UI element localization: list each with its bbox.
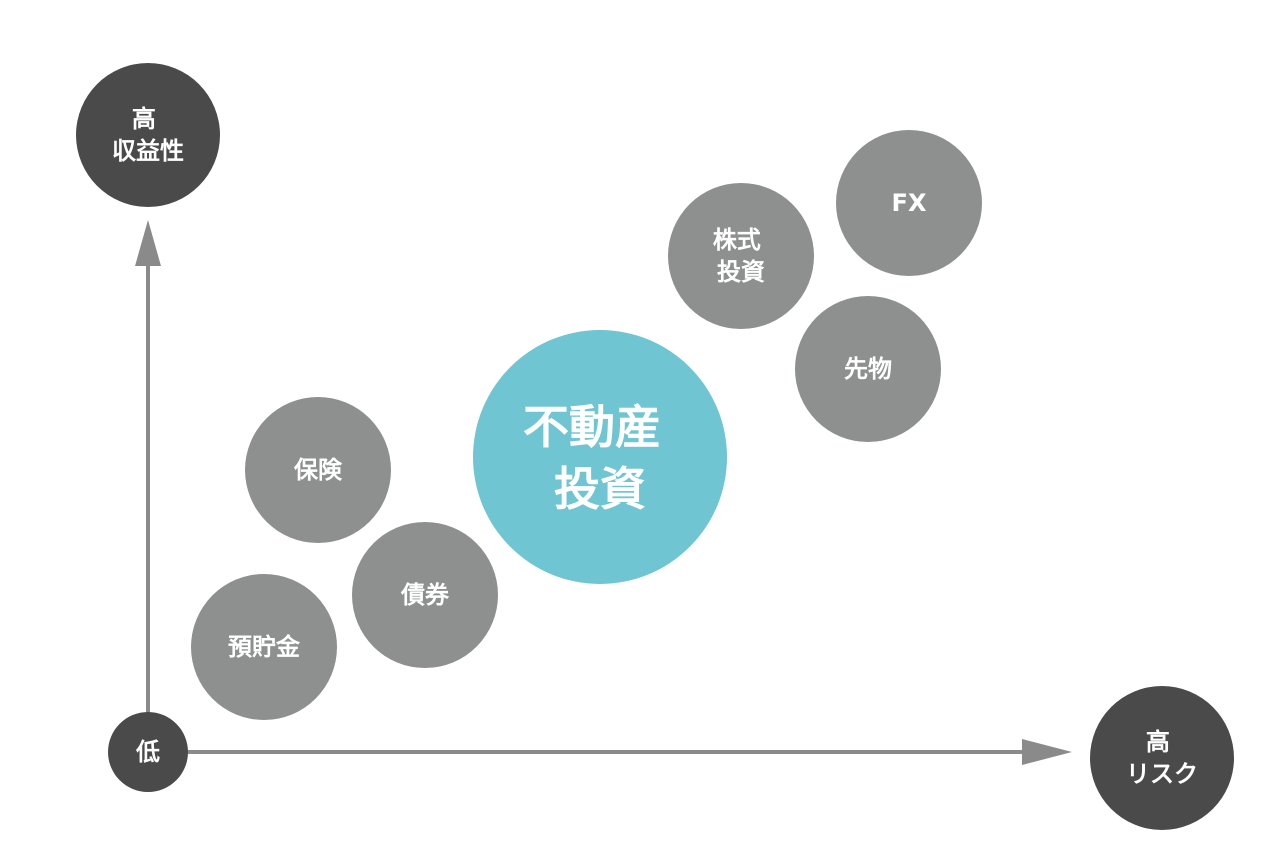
- bubble-futures-label: 先物: [844, 355, 892, 383]
- bubble-bonds-label: 債券: [400, 581, 450, 609]
- bubble-real-estate-label: 不動産 投資: [523, 400, 677, 516]
- axes: [135, 220, 1072, 765]
- y-axis-label-circle: [76, 63, 220, 207]
- bubble-stocks-label: 株式 投資: [713, 226, 769, 286]
- y-axis-arrowhead: [135, 220, 161, 266]
- x-axis-label-text: 高 リスク: [1126, 728, 1198, 788]
- bubble-bonds: 債券: [352, 522, 498, 668]
- x-axis-label-circle: [1090, 686, 1234, 830]
- y-axis-label-line-1: 高: [132, 105, 156, 133]
- bubble-futures-circle: [795, 296, 941, 442]
- x-axis-label-line-2: リスク: [1126, 760, 1198, 788]
- origin-label-node: 低: [108, 712, 188, 792]
- bubble-deposit-line-1: 預貯金: [228, 633, 301, 661]
- bubble-deposit: 預貯金: [191, 574, 337, 720]
- y-axis-label-node: 高 収益性: [76, 63, 220, 207]
- bubble-insurance-line-1: 保険: [293, 456, 343, 484]
- bubble-real-estate-line-2: 投資: [554, 462, 646, 516]
- x-axis-arrowhead: [1022, 739, 1072, 765]
- bubble-stocks-line-1: 株式: [713, 226, 761, 254]
- bubble-real-estate: 不動産 投資: [473, 330, 727, 584]
- bubble-stocks-circle: [668, 183, 814, 329]
- bubble-insurance-circle: [245, 397, 391, 543]
- bubble-insurance-label: 保険: [293, 456, 343, 484]
- bubble-insurance: 保険: [245, 397, 391, 543]
- bubble-fx-label: FX: [892, 189, 927, 217]
- bubble-real-estate-circle: [473, 330, 727, 584]
- x-axis-label-node: 高 リスク: [1090, 686, 1234, 830]
- origin-label-circle: [108, 712, 188, 792]
- bubble-deposit-circle: [191, 574, 337, 720]
- bubble-fx-line-1: FX: [892, 189, 927, 217]
- bubble-stocks-line-2: 投資: [717, 258, 765, 286]
- bubble-futures-line-1: 先物: [844, 355, 892, 383]
- bubble-real-estate-line-1: 不動産: [523, 400, 661, 454]
- bubble-fx: FX: [836, 130, 982, 276]
- y-axis-label-line-2: 収益性: [112, 137, 184, 165]
- bubble-futures: 先物: [795, 296, 941, 442]
- bubble-fx-circle: [836, 130, 982, 276]
- x-axis-label-line-1: 高: [1146, 728, 1170, 756]
- bubble-bonds-line-1: 債券: [400, 581, 450, 609]
- origin-label-line-1: 低: [135, 738, 160, 766]
- bubble-stocks: 株式 投資: [668, 183, 814, 329]
- bubble-bonds-circle: [352, 522, 498, 668]
- y-axis-label-text: 高 収益性: [112, 105, 184, 165]
- origin-label-text: 低: [135, 738, 160, 766]
- bubble-deposit-label: 預貯金: [228, 633, 301, 661]
